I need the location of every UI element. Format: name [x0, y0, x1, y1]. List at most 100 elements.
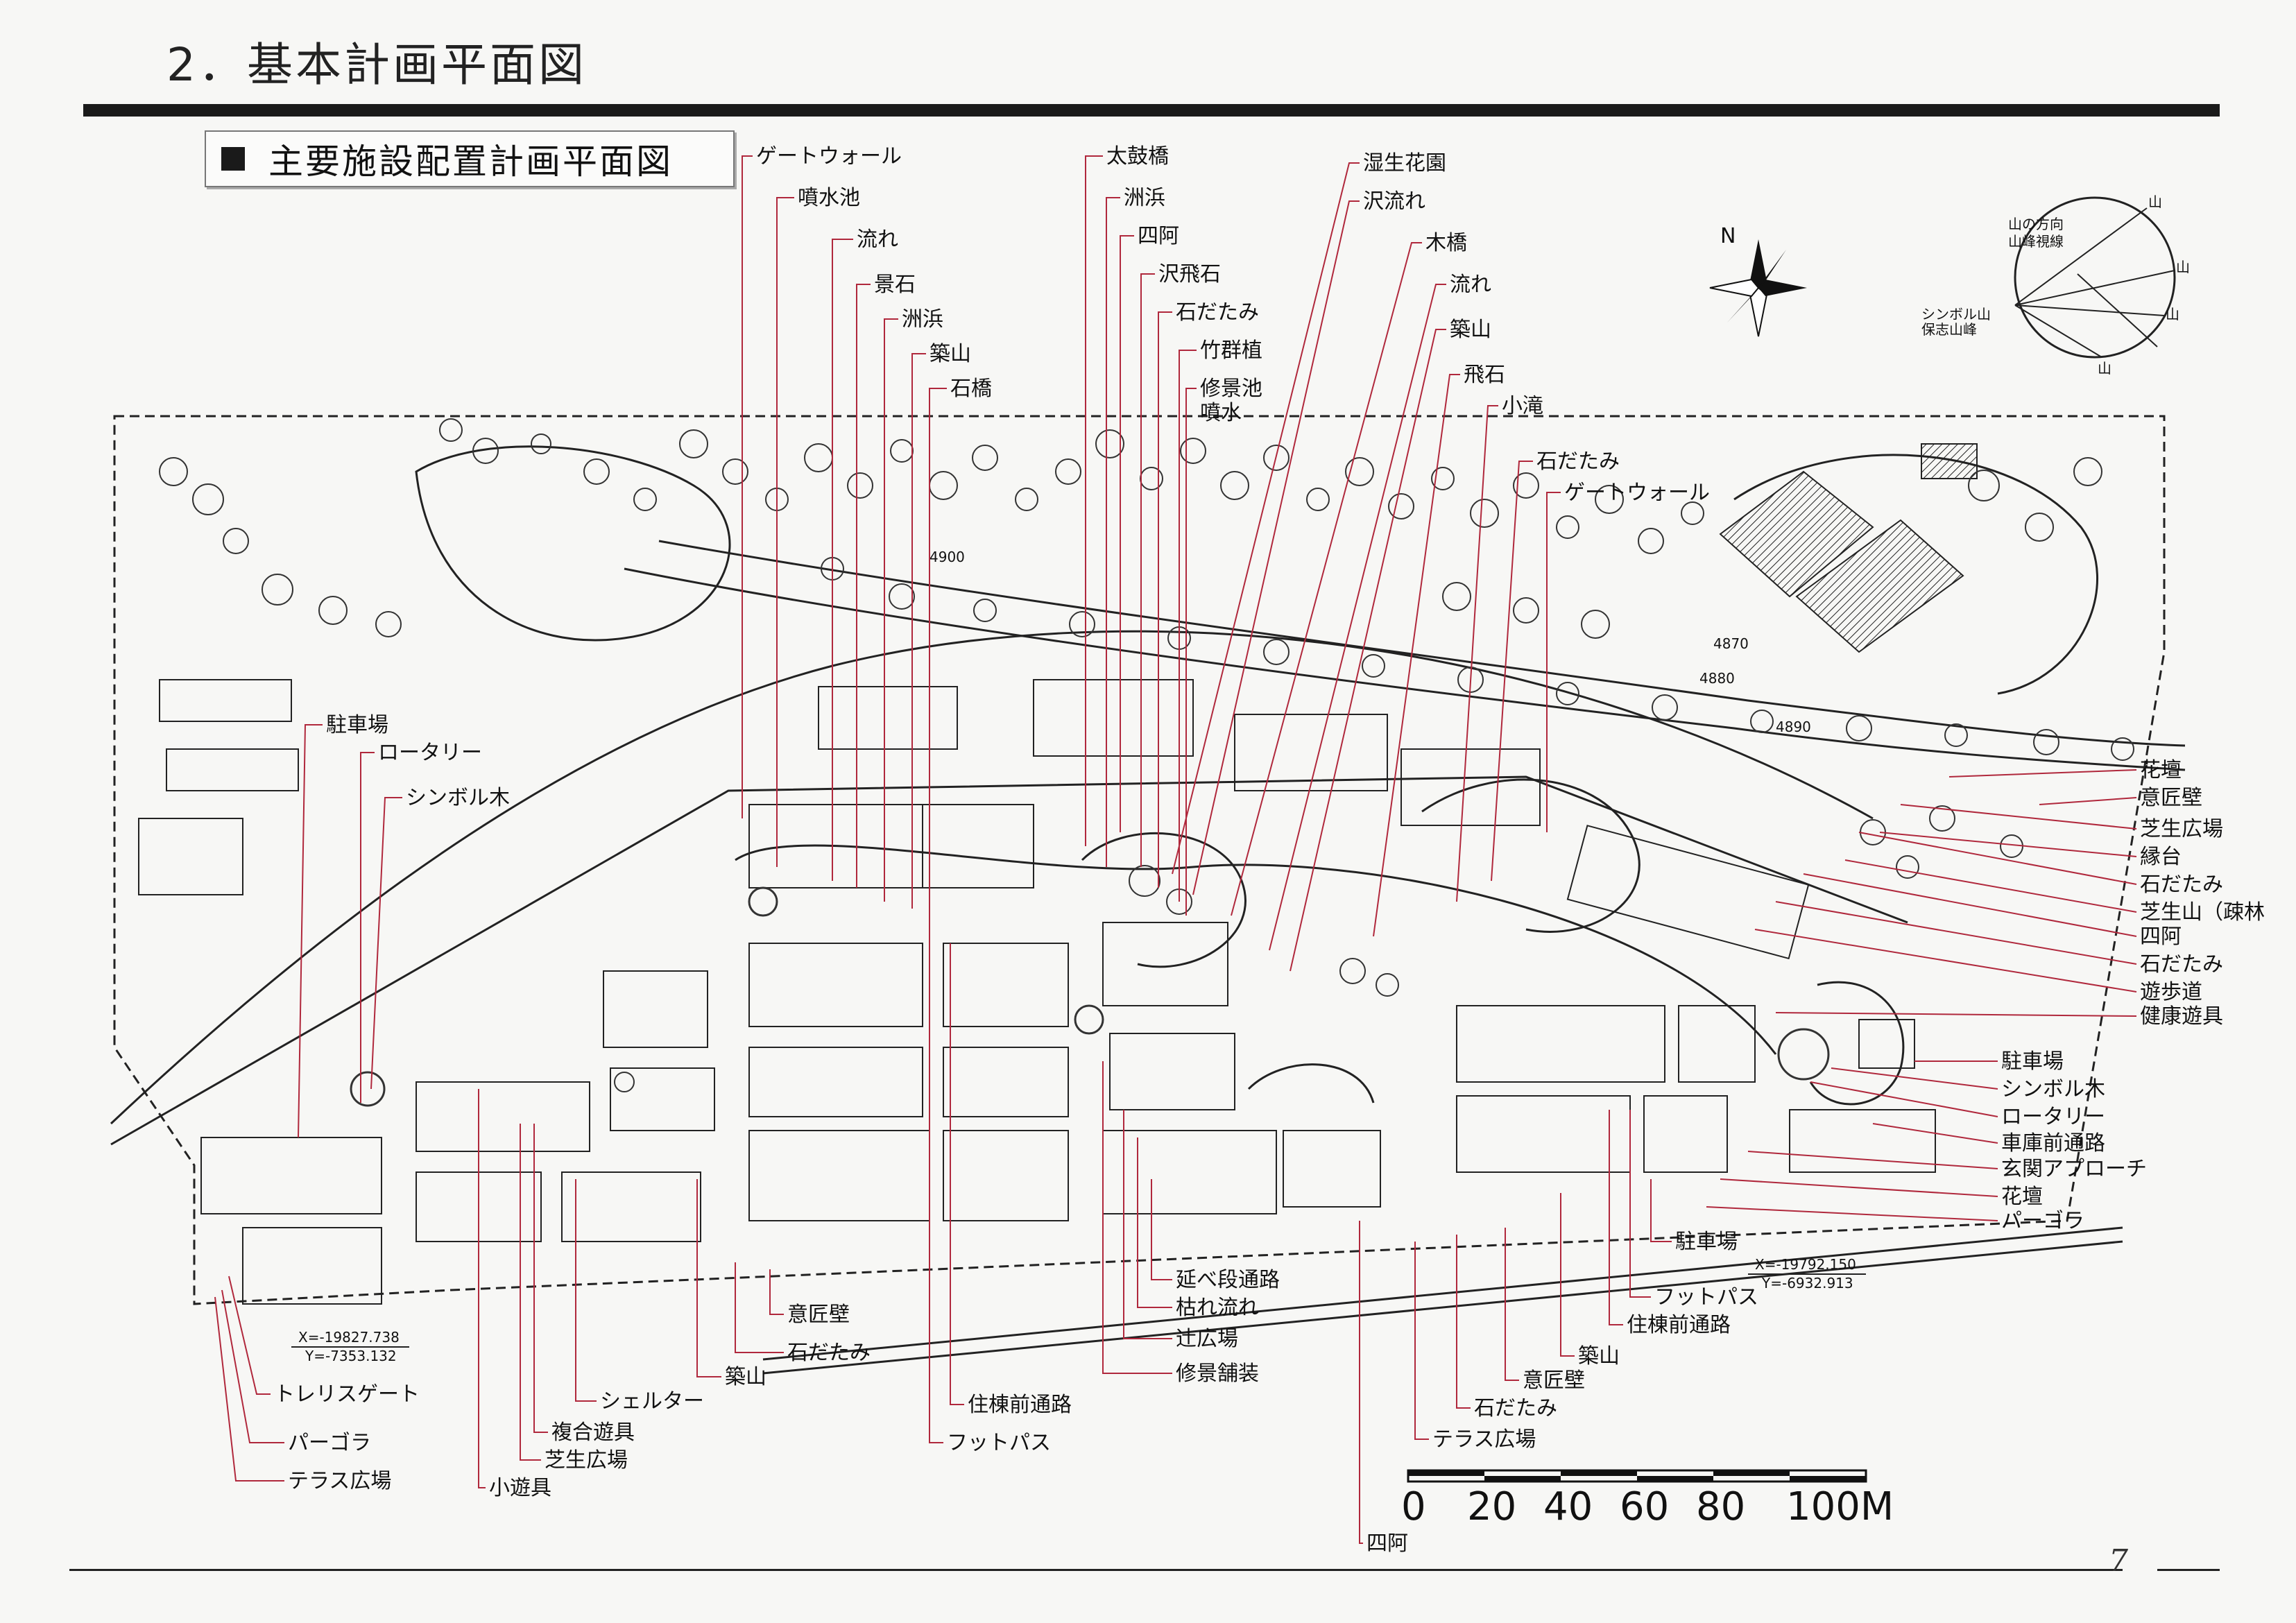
label-shelter: シェルター [600, 1389, 704, 1414]
label-design-wall: 意匠壁 [2140, 786, 2202, 810]
compass-north-label: N [1720, 224, 1736, 248]
scale-tick-label: 60 [1620, 1484, 1670, 1529]
label-crossroads-plaza: 辻広場 [1176, 1327, 1238, 1351]
subtitle: 主要施設配置計画平面図 [268, 141, 673, 182]
label-rotary: ロータリー [2001, 1105, 2105, 1129]
coord-left-x: X=-19827.738 [298, 1329, 400, 1346]
coord-left-y: Y=-7353.132 [305, 1348, 397, 1364]
mountain-left-1: シンボル山 [1921, 306, 1991, 323]
label-wetland-garden: 湿生花園 [1363, 151, 1446, 175]
label-lawn-plaza: 芝生広場 [545, 1448, 628, 1472]
label-front-path: 住棟前通路 [968, 1393, 1072, 1417]
label-landscape-stone: 景石 [874, 273, 916, 297]
label-stone-paving: 石だたみ [787, 1341, 871, 1365]
label-terrace-plaza: テラス広場 [1432, 1427, 1536, 1452]
mountain-mark: 山 [2148, 194, 2162, 210]
label-stone-paving: 石だたみ [2140, 952, 2223, 977]
label-combined-playground: 複合遊具 [551, 1420, 635, 1445]
scale-bar [1407, 1469, 1867, 1483]
mountain-title-1: 山の方向 [2008, 216, 2064, 232]
label-stepping-stones: 沢飛石 [1158, 262, 1221, 286]
label-stone-paving: 石だたみ [2140, 873, 2223, 897]
label-fountain: 噴水 [1200, 401, 1242, 425]
black-square-icon [221, 147, 245, 171]
label-fountain-pond: 噴水池 [798, 186, 860, 210]
label-bamboo: 竹群植 [1200, 338, 1262, 363]
label-parking: 駐車場 [326, 713, 388, 737]
label-symbol-tree: シンボル木 [2001, 1077, 2105, 1101]
label-beach: 洲浜 [902, 307, 943, 332]
tree-canopy [159, 418, 2134, 1107]
mountain-mark: 山 [2176, 259, 2190, 275]
label-footpath: フットパス [947, 1431, 1051, 1455]
labels-right-lower: 駐車場 シンボル木 ロータリー 車庫前通路 玄関アプローチ 花壇 パーゴラ [2001, 1049, 2147, 1233]
label-flowerbed: 花壇 [2140, 758, 2182, 782]
contour-marks: 4900 4870 4880 4890 [929, 549, 1811, 735]
coord-right-x: X=-19792.150 [1755, 1256, 1856, 1273]
label-mound: 築山 [929, 342, 971, 366]
label-scenic-paving: 修景舗装 [1176, 1362, 1259, 1386]
contour-mark: 4890 [1776, 719, 1811, 735]
coord-right-y: Y=-6932.913 [1761, 1275, 1853, 1291]
label-arbor: 四阿 [1367, 1531, 1408, 1556]
label-stone-paving: 石だたみ [1176, 300, 1259, 325]
north-compass: N [1709, 224, 1807, 337]
contour-mark: 4900 [929, 549, 965, 565]
housing-blocks [138, 679, 1936, 1305]
label-fitness-equipment: 健康遊具 [2140, 1004, 2223, 1029]
label-gate-wall: ゲートウォール [1564, 481, 1710, 505]
footer-rule [2157, 1569, 2220, 1571]
label-arbor: 四阿 [1138, 224, 1179, 248]
label-pergola: パーゴラ [2001, 1209, 2084, 1233]
label-mound: 築山 [725, 1365, 766, 1389]
hatched-buildings [1719, 443, 1978, 653]
label-parking: 駐車場 [1675, 1230, 1738, 1254]
label-small-playground: 小遊具 [489, 1476, 551, 1500]
scale-tick-label: 20 [1467, 1484, 1517, 1529]
leader-lines [214, 155, 2137, 1544]
label-footpath: フットパス [1654, 1285, 1758, 1309]
label-lawn-hill: 芝生山（疎林 [2140, 900, 2265, 925]
contour-mark: 4870 [1713, 635, 1749, 652]
label-entrance-approach: 玄関アプローチ [2001, 1157, 2147, 1181]
label-marsh-stream: 沢流れ [1363, 189, 1425, 214]
label-trellis-gate: トレリスゲート [274, 1382, 420, 1407]
label-stone-paving: 石だたみ [1536, 449, 1620, 474]
page-heading: 2．基本計画平面図 [166, 38, 587, 92]
label-rotary: ロータリー [378, 741, 482, 765]
label-stream: 流れ [857, 227, 898, 252]
label-stone-paving: 石だたみ [1474, 1396, 1557, 1420]
label-flowerbed: 花壇 [2001, 1185, 2043, 1209]
scale-tick-label: 40 [1543, 1484, 1593, 1529]
footer-rule [69, 1569, 2123, 1571]
labels-top: ゲートウォール 噴水池 流れ 景石 洲浜 築山 石橋 太鼓橋 洲浜 四阿 沢飛石… [756, 144, 1710, 505]
page-number: 7 [2109, 1543, 2128, 1579]
label-scenic-pond: 修景池 [1200, 377, 1262, 401]
scale-tick-label: 0 [1401, 1484, 1426, 1529]
scale-tick-label: 100M [1786, 1484, 1894, 1529]
label-stepping-stones: 飛石 [1464, 363, 1505, 387]
label-drum-bridge: 太鼓橋 [1106, 144, 1169, 169]
contour-mark: 4880 [1699, 670, 1735, 687]
label-garage-path: 車庫前通路 [2001, 1131, 2105, 1156]
mountain-left-2: 保志山峰 [1921, 321, 1977, 338]
label-step-path: 延べ段通路 [1176, 1268, 1280, 1292]
coordinates: X=-19827.738 Y=-7353.132 X=-19792.150 Y=… [291, 1256, 1866, 1364]
label-lawn-plaza: 芝生広場 [2140, 817, 2223, 841]
label-mound: 築山 [1578, 1344, 1620, 1368]
label-parking: 駐車場 [2001, 1049, 2064, 1074]
label-arbor: 四阿 [2140, 925, 2182, 949]
label-promenade: 遊歩道 [2140, 980, 2202, 1004]
mountain-mark: 山 [2166, 306, 2179, 323]
site-boundary [110, 415, 2186, 1375]
mountain-direction-diagram: 山の方向 山峰視線 シンボル山 保志山峰 山 山 山 山 [1921, 194, 2190, 377]
mountain-mark: 山 [2098, 360, 2111, 377]
labels-right-upper: 花壇 意匠壁 芝生広場 縁台 石だたみ 芝生山（疎林 四阿 石だたみ 遊歩道 健… [2140, 758, 2265, 1029]
label-wooden-bridge: 木橋 [1425, 231, 1467, 255]
label-stone-bridge: 石橋 [950, 377, 992, 401]
labels-bottom: 延べ段通路 枯れ流れ 辻広場 修景舗装 意匠壁 石だたみ 築山 シェルター 複合… [274, 1230, 1758, 1556]
label-small-waterfall: 小滝 [1502, 394, 1543, 418]
label-design-wall: 意匠壁 [1523, 1368, 1585, 1393]
label-bench: 縁台 [2140, 845, 2182, 869]
